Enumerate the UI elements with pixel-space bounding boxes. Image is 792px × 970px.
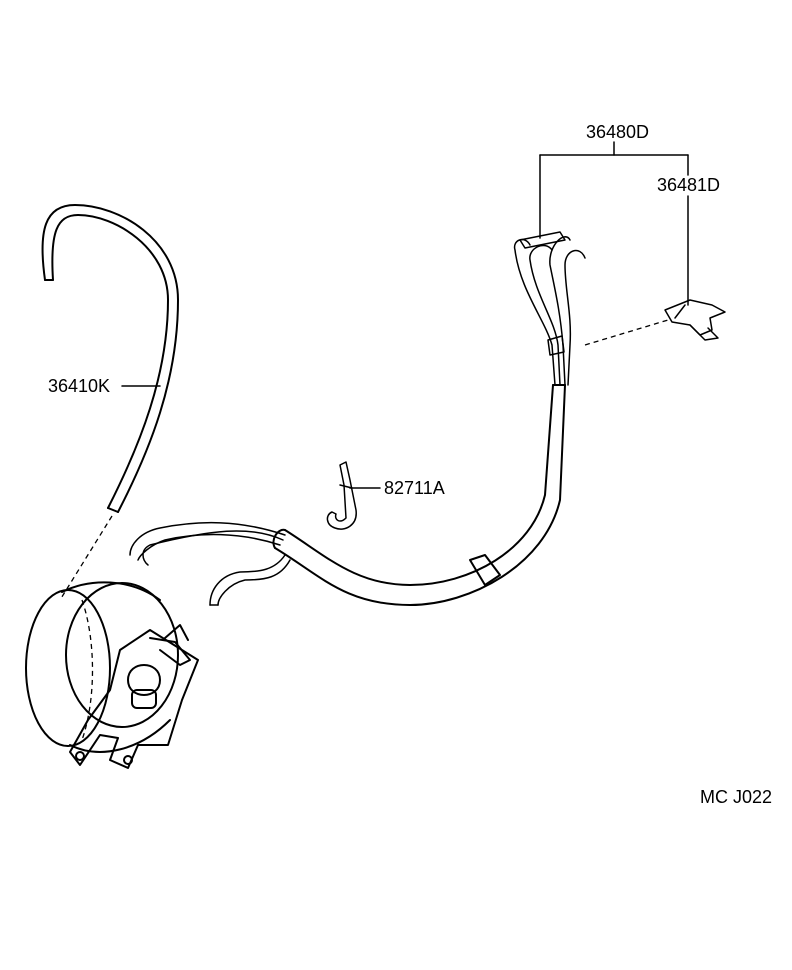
label-36410K: 36410K — [48, 376, 110, 396]
label-82711A: 82711A — [384, 478, 445, 498]
hose-leader-dashes — [59, 515, 113, 601]
clamp-82711A[interactable] — [326, 461, 357, 530]
label-36480D: 36480D — [586, 122, 649, 142]
bracket-36481D[interactable] — [664, 299, 726, 341]
actuator-unit[interactable] — [25, 581, 199, 769]
vacuum-hose-36410K[interactable] — [41, 204, 179, 513]
bracket-leader-dashes — [584, 319, 669, 346]
leader-36480D — [539, 141, 689, 239]
label-36481D: 36481D — [657, 175, 720, 195]
hose-harness-36480D[interactable] — [129, 231, 586, 606]
diagram-code: MC J022 — [700, 787, 772, 807]
